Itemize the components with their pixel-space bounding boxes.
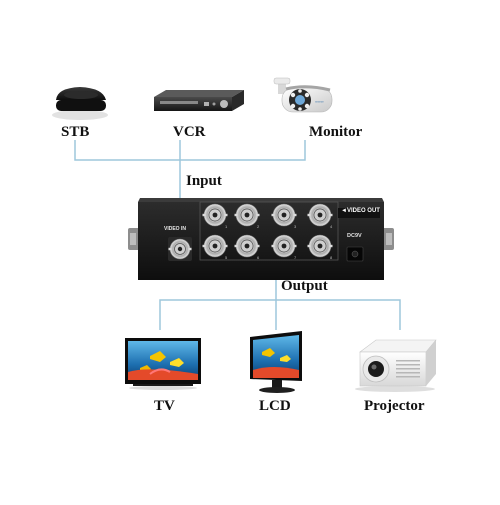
connection-lines — [74, 140, 401, 330]
source-label-monitor: Monitor — [309, 124, 363, 140]
input-bus-line — [74, 140, 306, 161]
port-number-6: 6 — [257, 255, 260, 260]
port-number-2: 2 — [257, 224, 260, 229]
display-label-tv: TV — [154, 398, 175, 414]
video-out-port-7 — [271, 234, 297, 258]
svg-text:∞∞∞: ∞∞∞ — [315, 99, 324, 104]
port-number-7: 7 — [294, 255, 297, 260]
power-label: DC9V — [347, 233, 362, 239]
source-label-stb: STB — [61, 124, 90, 140]
port-number-4: 4 — [330, 224, 333, 229]
output-label: Output — [281, 278, 328, 294]
port-number-1: 1 — [225, 224, 228, 229]
projector-icon — [355, 339, 437, 392]
vcr-icon — [154, 90, 244, 111]
power-jack-icon — [346, 246, 364, 262]
video-in-port — [168, 238, 192, 260]
video-out-port-4 — [307, 203, 333, 227]
security-camera-icon: ∞∞∞ — [273, 77, 333, 113]
display-label-lcd: LCD — [259, 398, 291, 414]
video-out-port-5 — [202, 234, 228, 258]
video-in-label: VIDEO IN — [164, 226, 186, 232]
port-number-8: 8 — [330, 255, 333, 260]
set-top-box-icon — [52, 87, 108, 120]
display-label-projector: Projector — [364, 398, 425, 414]
video-out-port-6 — [234, 234, 260, 258]
tv-icon — [125, 338, 201, 390]
output-bus-line — [159, 299, 401, 330]
input-label: Input — [186, 173, 222, 189]
lcd-monitor-icon — [250, 331, 302, 393]
video-out-port-1 — [202, 203, 228, 227]
video-out-port-8 — [307, 234, 333, 258]
source-label-vcr: VCR — [173, 124, 206, 140]
port-number-5: 5 — [225, 255, 228, 260]
video-out-port-3 — [271, 203, 297, 227]
video-out-label: ◄VIDEO OUT — [341, 208, 380, 214]
video-out-port-2 — [234, 203, 260, 227]
port-number-3: 3 — [294, 224, 297, 229]
